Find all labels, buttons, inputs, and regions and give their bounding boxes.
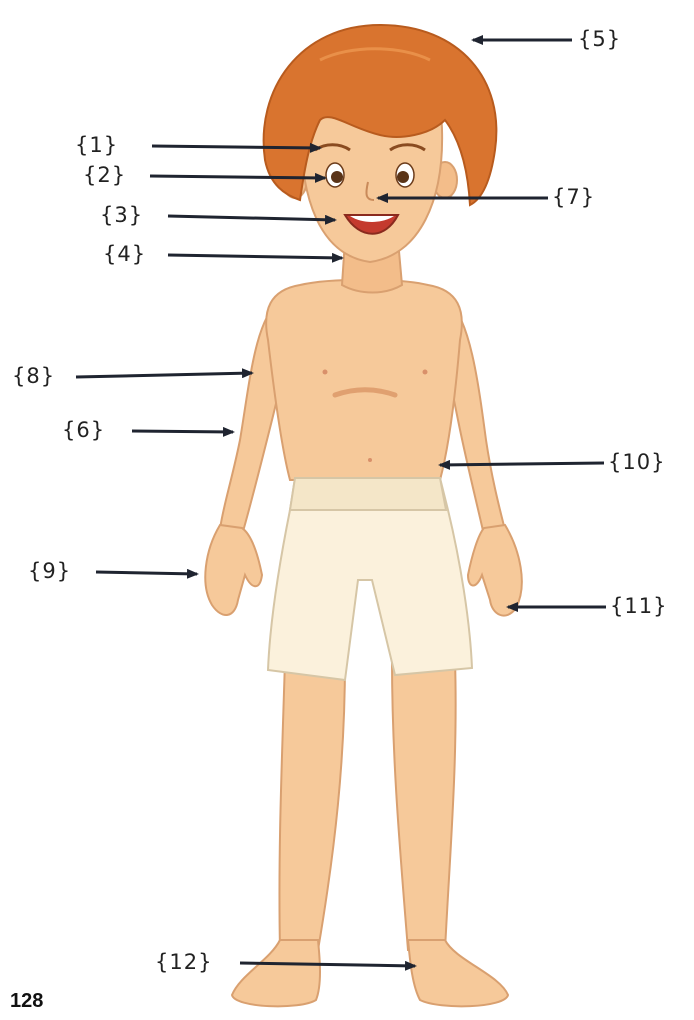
label-10: {10} bbox=[608, 452, 665, 473]
label-2: {2} bbox=[83, 165, 126, 186]
label-7: {7} bbox=[552, 187, 595, 208]
label-8: {8} bbox=[12, 366, 55, 387]
label-11: {11} bbox=[610, 596, 667, 617]
label-5: {5} bbox=[578, 29, 621, 50]
torso bbox=[266, 280, 462, 480]
label-3: {3} bbox=[100, 205, 143, 226]
feet bbox=[232, 940, 508, 1006]
label-6: {6} bbox=[62, 420, 105, 441]
shorts bbox=[268, 478, 472, 680]
label-9: {9} bbox=[28, 561, 71, 582]
label-4: {4} bbox=[103, 244, 146, 265]
legs bbox=[279, 660, 455, 950]
page-number: 128 bbox=[10, 990, 43, 1013]
label-1: {1} bbox=[75, 135, 118, 156]
label-12: {12} bbox=[155, 952, 212, 973]
